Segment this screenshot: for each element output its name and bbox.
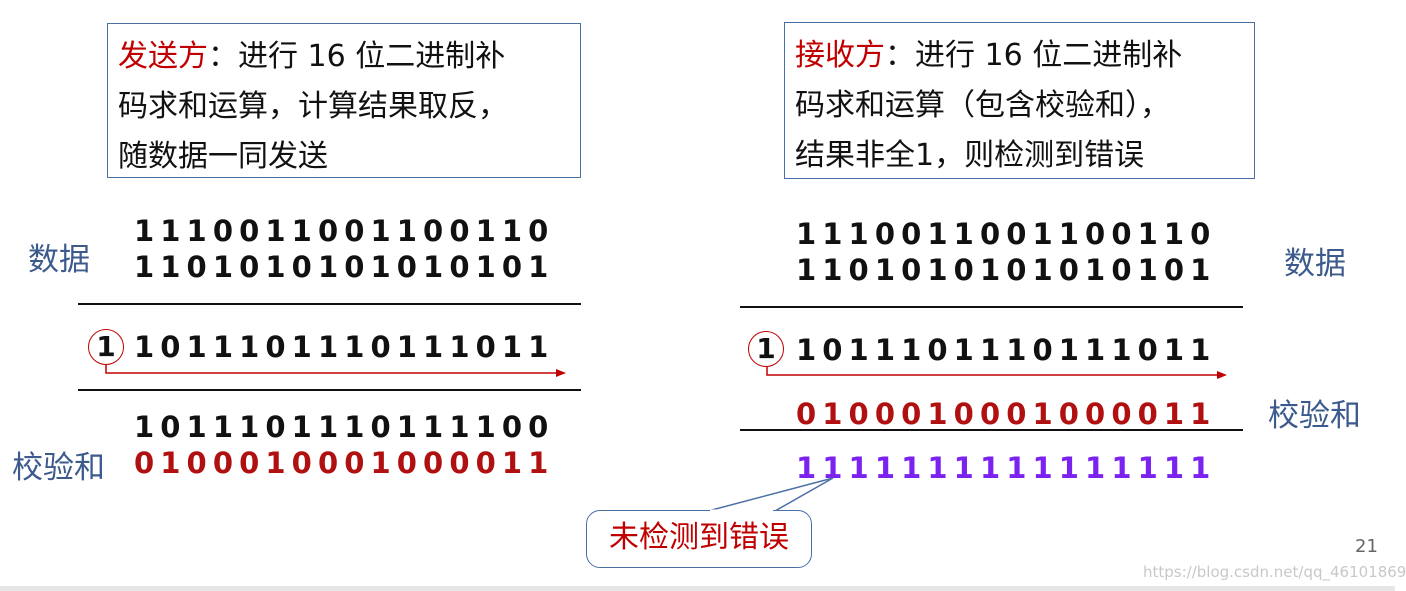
sender-data-row2: 1101010101010101 <box>134 250 555 284</box>
receiver-desc-line1: 接收方：进行 16 位二进制补 <box>795 38 1183 73</box>
no-error-callout: 未检测到错误 <box>586 510 812 568</box>
sender-checksum: 0100010001000011 <box>134 446 555 480</box>
receiver-title: 接收方 <box>795 38 885 73</box>
sender-sum-divider-2 <box>78 389 581 391</box>
receiver-desc-line3: 结果非全1，则检测到错误 <box>795 138 1145 173</box>
receiver-checksum: 0100010001000011 <box>796 397 1217 431</box>
receiver-data-row1: 1110011001100110 <box>796 217 1217 251</box>
receiver-data-row2: 1101010101010101 <box>796 253 1217 287</box>
sender-sum-divider-1 <box>78 303 581 305</box>
receiver-carry-arrow <box>766 367 1227 379</box>
sender-carry-arrow <box>105 365 566 377</box>
sender-data-row1: 1110011001100110 <box>134 214 555 248</box>
receiver-checksum-label: 校验和 <box>1268 398 1361 434</box>
receiver-sum-divider-2 <box>740 429 1243 431</box>
sender-desc-line2: 码求和运算，计算结果取反， <box>118 89 508 124</box>
receiver-data-label: 数据 <box>1284 246 1346 282</box>
receiver-sum-bits: 1011101110111011 <box>796 333 1217 367</box>
sender-description-box: 发送方：进行 16 位二进制补 码求和运算，计算结果取反， 随数据一同发送 <box>107 23 581 178</box>
sender-sum-with-carry: 1011101110111100 <box>134 410 555 444</box>
receiver-carry-circle: 1 <box>748 331 784 367</box>
sender-desc-line1: 发送方：进行 16 位二进制补 <box>118 39 506 74</box>
receiver-sum-divider-1 <box>740 306 1243 308</box>
sender-checksum-label: 校验和 <box>12 450 105 486</box>
receiver-result: 1111111111111111 <box>796 451 1217 485</box>
sender-data-label: 数据 <box>28 242 90 278</box>
sender-carry-circle: 1 <box>88 329 124 365</box>
receiver-description-box: 接收方：进行 16 位二进制补 码求和运算（包含校验和）， 结果非全1，则检测到… <box>784 22 1255 179</box>
sender-desc-line3: 随数据一同发送 <box>118 139 328 174</box>
receiver-desc-line2: 码求和运算（包含校验和）， <box>795 88 1170 123</box>
sender-sum-bits: 1011101110111011 <box>134 330 555 364</box>
page-number: 21 <box>1355 536 1378 557</box>
sender-title: 发送方 <box>118 39 208 74</box>
watermark-url: https://blog.csdn.net/qq_46101869 <box>1143 563 1406 581</box>
bottom-band <box>0 586 1395 591</box>
